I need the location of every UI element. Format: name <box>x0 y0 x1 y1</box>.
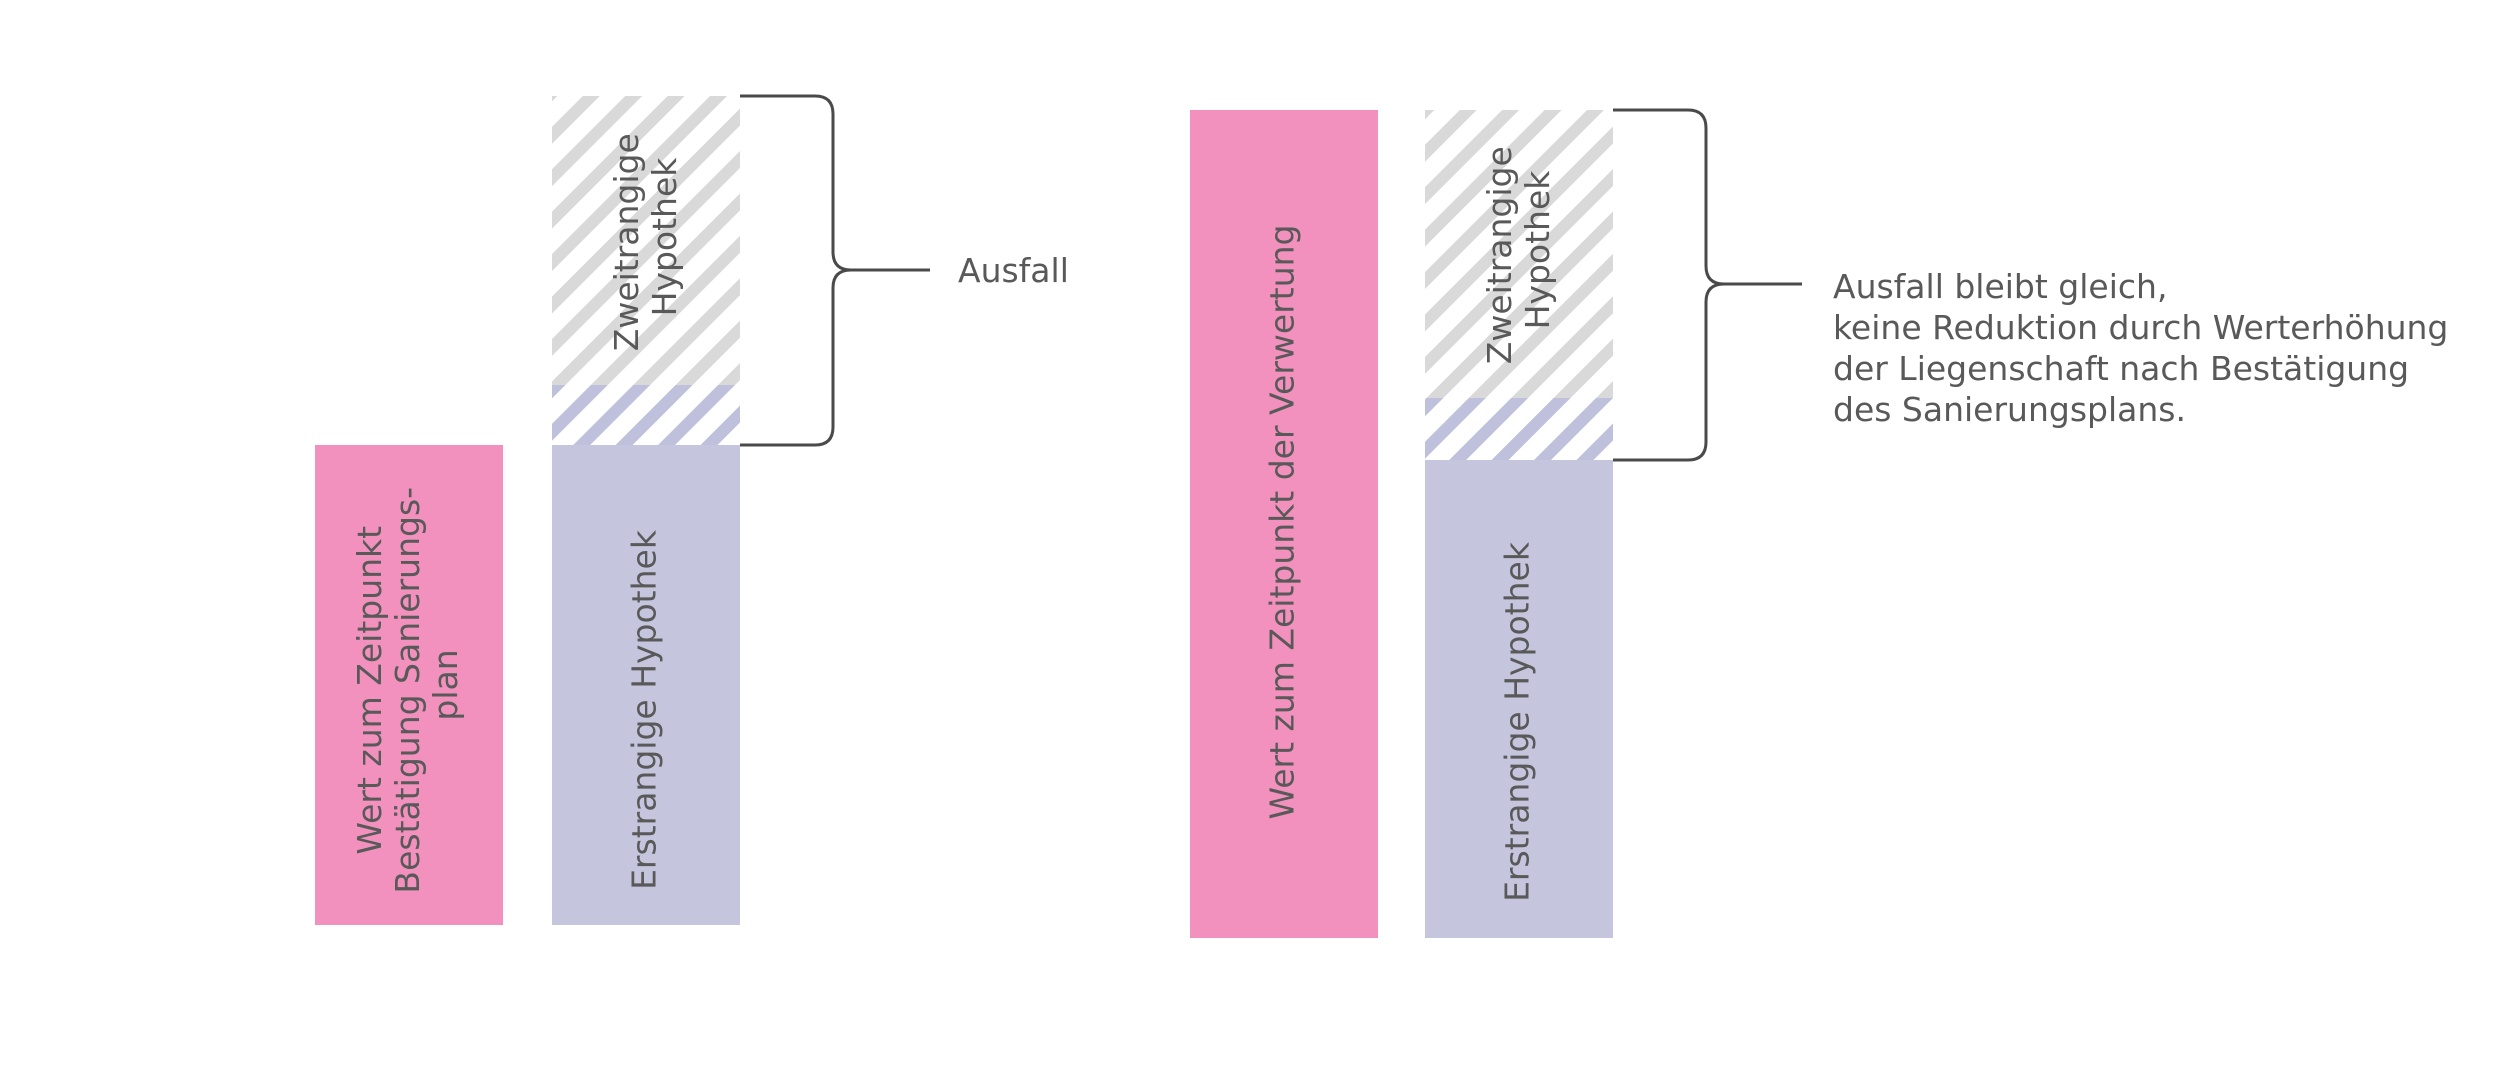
right-scenario: Wert zum Zeitpunkt der Verwertung Erstra… <box>1190 108 2459 938</box>
left-second-mortgage-label-line-2: Hypothek <box>645 157 684 317</box>
left-brace <box>740 94 930 447</box>
right-second-mortgage-label-line-2: Hypothek <box>1518 170 1557 330</box>
right-first-mortgage-label: Erstrangige Hypothek <box>1498 541 1537 902</box>
right-note-line-2: keine Reduktion durch Werterhöhung <box>1833 308 2448 347</box>
left-second-mortgage-hatch <box>552 96 740 385</box>
right-second-mortgage-label-line-1: Zweitrangige <box>1480 146 1519 364</box>
svg-text:Ausfall bleibt gleich, k: Ausfall bleibt gleich, keine Reduktion d… <box>1833 267 2459 429</box>
left-value-label-line-1: Wert zum Zeitpunkt <box>350 526 389 855</box>
right-note-line-4: des Sanierungsplans. <box>1833 390 2186 429</box>
left-first-mortgage-bar <box>552 445 740 925</box>
left-value-label-line-2: Bestätigung Sanierungs- <box>388 487 427 894</box>
right-first-mortgage-bar <box>1425 460 1613 938</box>
svg-text:Zweitrangige Hypothek: Zweitrangige Hypothek <box>1480 136 1557 365</box>
left-value-label-line-3: plan <box>426 649 465 720</box>
left-overlap-hatch <box>552 385 740 445</box>
right-second-mortgage-hatch <box>1425 110 1613 398</box>
left-scenario: Wert zum Zeitpunkt Bestätigung Sanierung… <box>315 94 1069 925</box>
right-brace <box>1613 108 1802 462</box>
left-first-mortgage-label: Erstrangige Hypothek <box>625 529 664 890</box>
right-value-bar <box>1190 110 1378 938</box>
right-note-line-3: der Liegenschaft nach Bestätigung <box>1833 349 2409 388</box>
right-overlap-hatch <box>1425 398 1613 460</box>
left-second-mortgage-label-line-1: Zweitrangige <box>607 133 646 351</box>
right-note-line-1: Ausfall bleibt gleich, <box>1833 267 2167 306</box>
left-value-bar <box>315 445 503 925</box>
left-note: Ausfall <box>958 251 1069 290</box>
right-value-label: Wert zum Zeitpunkt der Verwertung <box>1263 225 1302 820</box>
svg-text:Wert zum Zeitpunkt Bestä: Wert zum Zeitpunkt Bestätigung Sanierung… <box>350 476 465 893</box>
svg-text:Zweitrangige Hypothek: Zweitrangige Hypothek <box>607 123 684 352</box>
